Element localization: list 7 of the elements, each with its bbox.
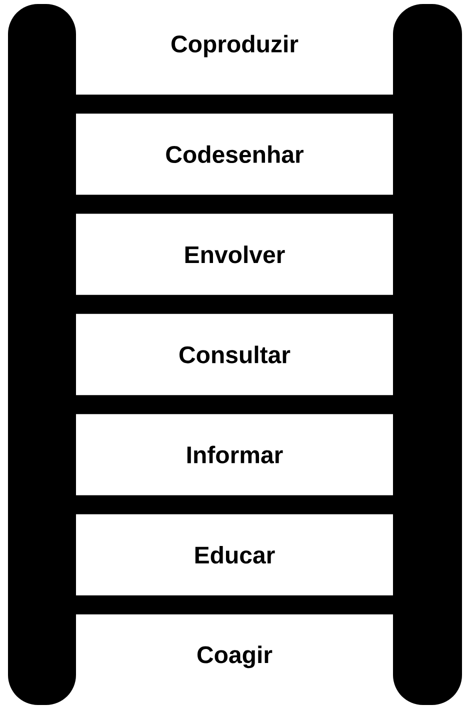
rung-label: Coagir — [197, 646, 272, 668]
rung-label: Educar — [195, 546, 275, 564]
rung-label: Consultar — [179, 346, 290, 364]
rung-label: Codesenhar — [166, 145, 304, 164]
rung-label: Informar — [187, 446, 283, 464]
rung-label: Envolver — [185, 246, 285, 264]
rung-label: Coproduzir — [172, 34, 298, 58]
